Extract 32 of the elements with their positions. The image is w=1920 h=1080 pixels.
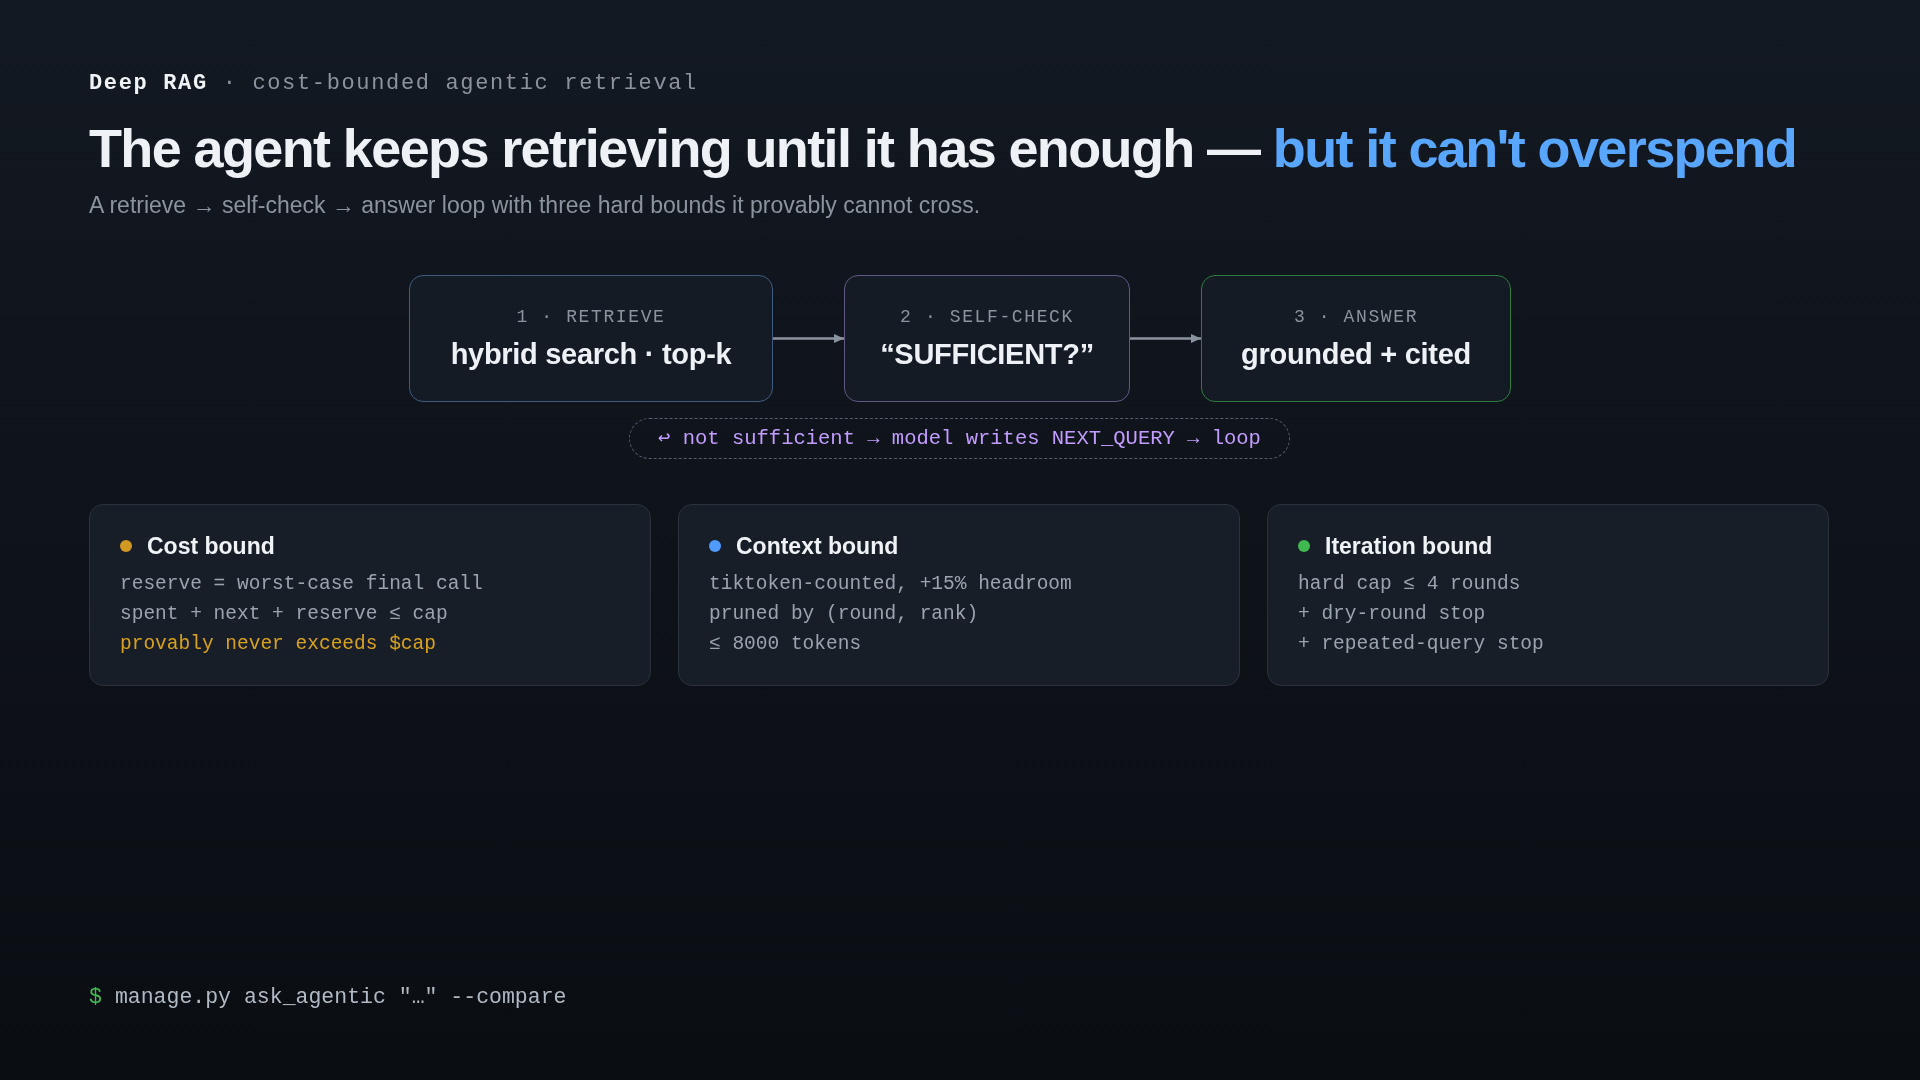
step-title: “SUFFICIENT?”	[880, 336, 1094, 372]
card-line: reserve = worst-case final call	[120, 572, 483, 597]
step-label: 1 · RETRIEVE	[516, 305, 666, 328]
command-text: manage.py ask_agentic "…" --compare	[114, 984, 567, 1011]
bound-card	[678, 504, 1240, 686]
bound-card	[89, 504, 651, 686]
card-line: tiktoken-counted, +15% headroom	[709, 572, 1072, 597]
card-line: provably never exceeds $cap	[120, 632, 436, 657]
step-box	[409, 275, 773, 402]
step-title: hybrid search · top-k	[450, 336, 732, 372]
card-line: + dry-round stop	[1298, 602, 1486, 627]
subtitle: A retrieve → self-check → answer loop with three hard bounds it provably cannot cross.	[89, 191, 981, 220]
step-box	[1201, 275, 1511, 402]
step-label: 2 · SELF-CHECK	[900, 305, 1074, 328]
card-heading: Context bound	[736, 532, 899, 560]
arrow	[1130, 334, 1201, 343]
card-heading: Iteration bound	[1325, 532, 1493, 560]
card-heading: Cost bound	[147, 532, 275, 560]
bound-card	[1267, 504, 1829, 686]
card-line: spent + next + reserve ≤ cap	[120, 602, 448, 627]
step-title: grounded + cited	[1241, 336, 1471, 372]
headline: The agent keeps retrieving until it has enough — but it can't overspend	[89, 117, 1797, 179]
card-line: + repeated-query stop	[1298, 632, 1544, 657]
header-tagline: Deep RAG · cost-bounded agentic retrieval	[89, 70, 698, 98]
card-line: pruned by (round, rank)	[709, 602, 979, 627]
prompt-sign: $	[89, 984, 102, 1011]
card-line: hard cap ≤ 4 rounds	[1298, 572, 1521, 597]
step-label: 3 · ANSWER	[1293, 305, 1419, 328]
step-box	[844, 275, 1130, 402]
arrow	[773, 334, 844, 343]
card-line: ≤ 8000 tokens	[709, 632, 862, 657]
loop-note: ↩ not sufficient → model writes NEXT_QUERY → loop	[658, 425, 1261, 452]
